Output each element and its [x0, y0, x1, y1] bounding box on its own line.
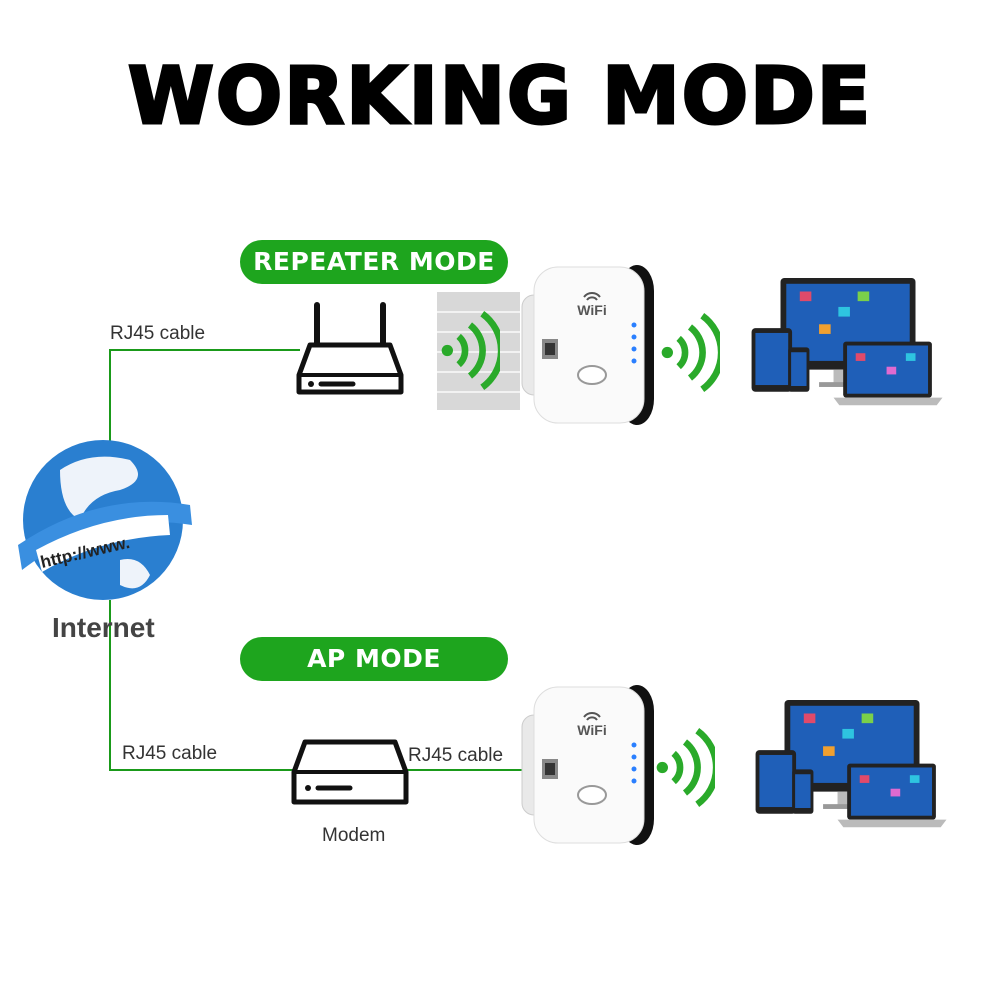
cable-lines: [109, 349, 522, 771]
internet-label: Internet: [52, 612, 155, 643]
modem-icon: [291, 739, 409, 805]
rj45-cable-label: RJ45 cable: [110, 323, 206, 344]
client-devices-icon: [751, 278, 943, 406]
ap-mode-badge: AP MODE: [240, 637, 508, 681]
rj45-cable-label: RJ45 cable: [122, 743, 218, 764]
wifi-signal-icon: [657, 731, 717, 805]
router-icon: [299, 305, 401, 392]
page-title: WORKING MODE: [126, 51, 873, 144]
client-devices-icon: [755, 700, 947, 828]
rj45-cable-label: RJ45 cable: [408, 745, 504, 766]
repeater-mode-badge: REPEATER MODE: [240, 240, 508, 284]
wifi-repeater-device: [521, 685, 655, 845]
internet-globe-icon: http://www.: [18, 440, 192, 600]
modem-label: Modem: [322, 825, 386, 846]
wifi-signal-icon: [662, 316, 722, 390]
wifi-repeater-device: [521, 265, 655, 425]
